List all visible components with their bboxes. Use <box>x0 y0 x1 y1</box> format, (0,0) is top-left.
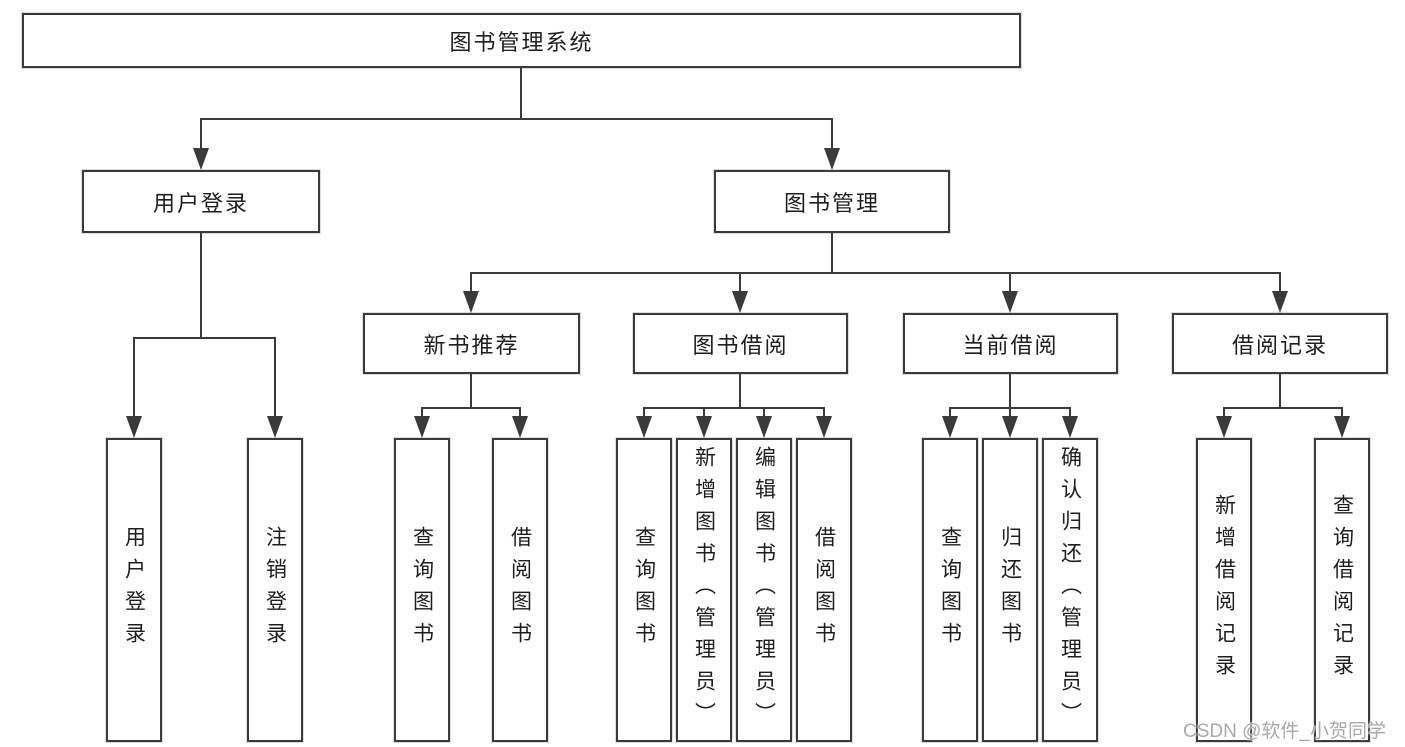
leaf-query-books-recommend: 查询图书 <box>394 438 450 742</box>
leaf-borrow-books: 借阅图书 <box>796 438 852 742</box>
connector-stem <box>470 374 472 408</box>
arrowhead <box>1216 416 1232 438</box>
leaf-label: 新增借阅记录 <box>1212 494 1236 686</box>
connector-drop <box>1009 407 1011 419</box>
arrowhead <box>267 416 283 438</box>
connector-stem <box>739 374 741 408</box>
arrowhead <box>732 291 748 313</box>
leaf-query-books-borrowing: 查询图书 <box>616 438 672 742</box>
connector-stem <box>1009 374 1011 408</box>
leaf-label: 查询图书 <box>938 526 962 654</box>
connector-drop <box>421 407 423 419</box>
leaf-edit-books-admin: 编辑图书（管理员） <box>736 438 792 742</box>
leaf-user-login: 用户登录 <box>106 438 162 742</box>
connector-drop <box>274 337 276 419</box>
arrowhead <box>1002 416 1018 438</box>
arrowhead <box>1272 291 1288 313</box>
node-current-borrowing: 当前借阅 <box>903 313 1118 374</box>
leaf-label: 归还图书 <box>998 526 1022 654</box>
node-user-login: 用户登录 <box>82 170 320 233</box>
connector-drop <box>763 407 765 419</box>
node-book-borrowing: 图书借阅 <box>633 313 848 374</box>
leaf-add-borrow-record: 新增借阅记录 <box>1196 438 1252 742</box>
connector-drop <box>1069 407 1071 419</box>
connector-drop <box>133 337 135 419</box>
arrowhead <box>126 416 142 438</box>
arrowhead <box>816 416 832 438</box>
connector-book-mgmt-branch <box>470 272 1281 274</box>
leaf-label: 新增图书（管理员） <box>692 446 716 734</box>
node-library-management-system: 图书管理系统 <box>22 13 1021 68</box>
connector-drop <box>703 407 705 419</box>
connector-drop <box>470 272 472 294</box>
leaf-label: 确认归还（管理员） <box>1058 446 1082 734</box>
leaf-label: 注销登录 <box>263 526 287 654</box>
arrowhead <box>1062 416 1078 438</box>
node-label: 图书借阅 <box>692 332 789 358</box>
connector-drop <box>823 407 825 419</box>
leaf-label: 借阅图书 <box>812 526 836 654</box>
arrowhead <box>942 416 958 438</box>
leaf-borrow-books-recommend: 借阅图书 <box>492 438 548 742</box>
leaf-label: 用户登录 <box>122 526 146 654</box>
arrowhead <box>1002 291 1018 313</box>
leaf-label: 借阅图书 <box>508 526 532 654</box>
connector-root-branch <box>200 118 833 120</box>
csdn-watermark: CSDN @软件_小贺同学 <box>1183 721 1386 742</box>
leaf-logout: 注销登录 <box>247 438 303 742</box>
connector-drop <box>519 407 521 419</box>
node-label: 当前借阅 <box>962 332 1059 358</box>
connector-stem <box>1279 374 1281 408</box>
node-book-management: 图书管理 <box>714 170 950 233</box>
leaf-label: 查询图书 <box>632 526 656 654</box>
leaf-confirm-return-admin: 确认归还（管理员） <box>1042 438 1098 742</box>
connector-drop <box>643 407 645 419</box>
arrowhead <box>756 416 772 438</box>
connector-branch <box>643 407 825 409</box>
connector-user-login-stem <box>200 233 202 339</box>
node-label: 图书管理 <box>783 190 880 216</box>
arrowhead <box>414 416 430 438</box>
connector-drop <box>739 272 741 294</box>
leaf-query-books-current: 查询图书 <box>922 438 978 742</box>
arrowhead <box>193 148 209 170</box>
arrowhead <box>636 416 652 438</box>
connector-branch <box>421 407 521 409</box>
connector-drop <box>200 118 202 152</box>
arrowhead <box>463 291 479 313</box>
connector-drop <box>1223 407 1225 419</box>
node-label: 图书管理系统 <box>449 29 594 55</box>
connector-branch <box>1223 407 1343 409</box>
leaf-label: 编辑图书（管理员） <box>752 446 776 734</box>
leaf-add-books-admin: 新增图书（管理员） <box>676 438 732 742</box>
connector-drop <box>1009 272 1011 294</box>
connector-book-mgmt-stem <box>831 233 833 274</box>
connector-drop <box>1279 272 1281 294</box>
node-label: 新书推荐 <box>423 332 520 358</box>
connector-user-login-branch <box>133 337 276 339</box>
node-label: 借阅记录 <box>1231 332 1328 358</box>
connector-root-stem <box>520 68 522 118</box>
arrowhead <box>512 416 528 438</box>
leaf-label: 查询借阅记录 <box>1330 494 1354 686</box>
arrowhead <box>1334 416 1350 438</box>
node-new-book-recommendation: 新书推荐 <box>363 313 580 374</box>
node-label: 用户登录 <box>152 190 249 216</box>
connector-drop <box>1341 407 1343 419</box>
leaf-query-borrow-record: 查询借阅记录 <box>1314 438 1370 742</box>
leaf-label: 查询图书 <box>410 526 434 654</box>
node-borrowing-records: 借阅记录 <box>1172 313 1388 374</box>
connector-drop <box>949 407 951 419</box>
arrowhead <box>824 148 840 170</box>
connector-drop <box>831 118 833 152</box>
leaf-return-books: 归还图书 <box>982 438 1038 742</box>
arrowhead <box>696 416 712 438</box>
